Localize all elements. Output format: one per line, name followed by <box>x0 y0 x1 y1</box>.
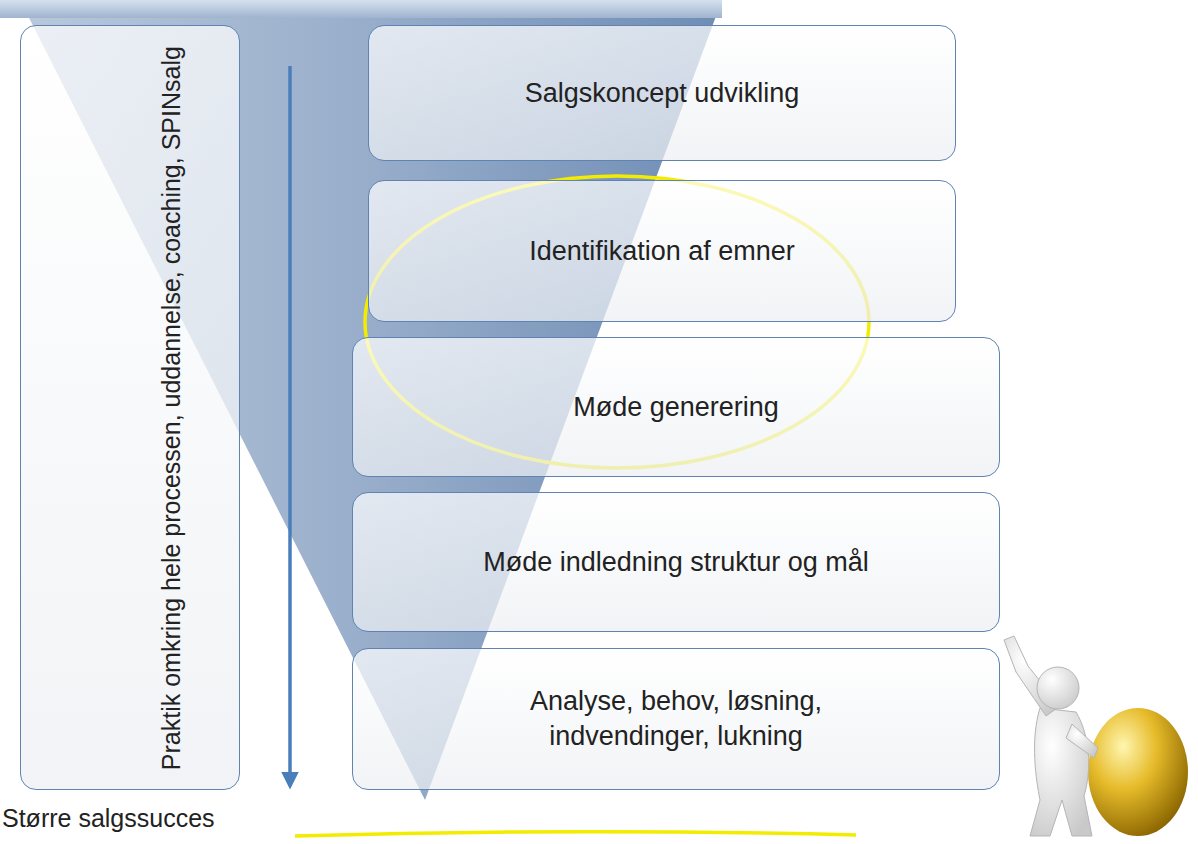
box-text: Identifikation af emner <box>529 234 795 269</box>
man-body <box>1030 708 1092 836</box>
man-with-egg <box>1004 636 1188 836</box>
result-label: Større salgssucces <box>2 804 215 833</box>
box-text: Analyse, behov, løsning, indvendinger, l… <box>456 684 896 753</box>
side-text: Praktik omkring hele processen, uddannel… <box>153 46 189 771</box>
side-panel: Praktik omkring hele processen, uddannel… <box>20 25 240 790</box>
process-box: Analyse, behov, løsning, indvendinger, l… <box>352 648 1000 790</box>
highlight-underline <box>295 832 856 836</box>
man-arm-resting <box>1066 724 1098 758</box>
process-box: Salgskoncept udvikling <box>368 25 956 161</box>
golden-egg <box>1088 708 1188 836</box>
box-text: Møde indledning struktur og mål <box>483 545 869 580</box>
process-box: Møde indledning struktur og mål <box>352 492 1000 632</box>
funnel-top <box>0 0 722 18</box>
progress-arrow <box>288 66 292 786</box>
process-box: Identifikation af emner <box>368 180 956 322</box>
box-text: Møde generering <box>573 390 779 425</box>
box-text: Salgskoncept udvikling <box>525 76 800 111</box>
man-head <box>1037 667 1079 709</box>
process-box: Møde generering <box>352 337 1000 477</box>
